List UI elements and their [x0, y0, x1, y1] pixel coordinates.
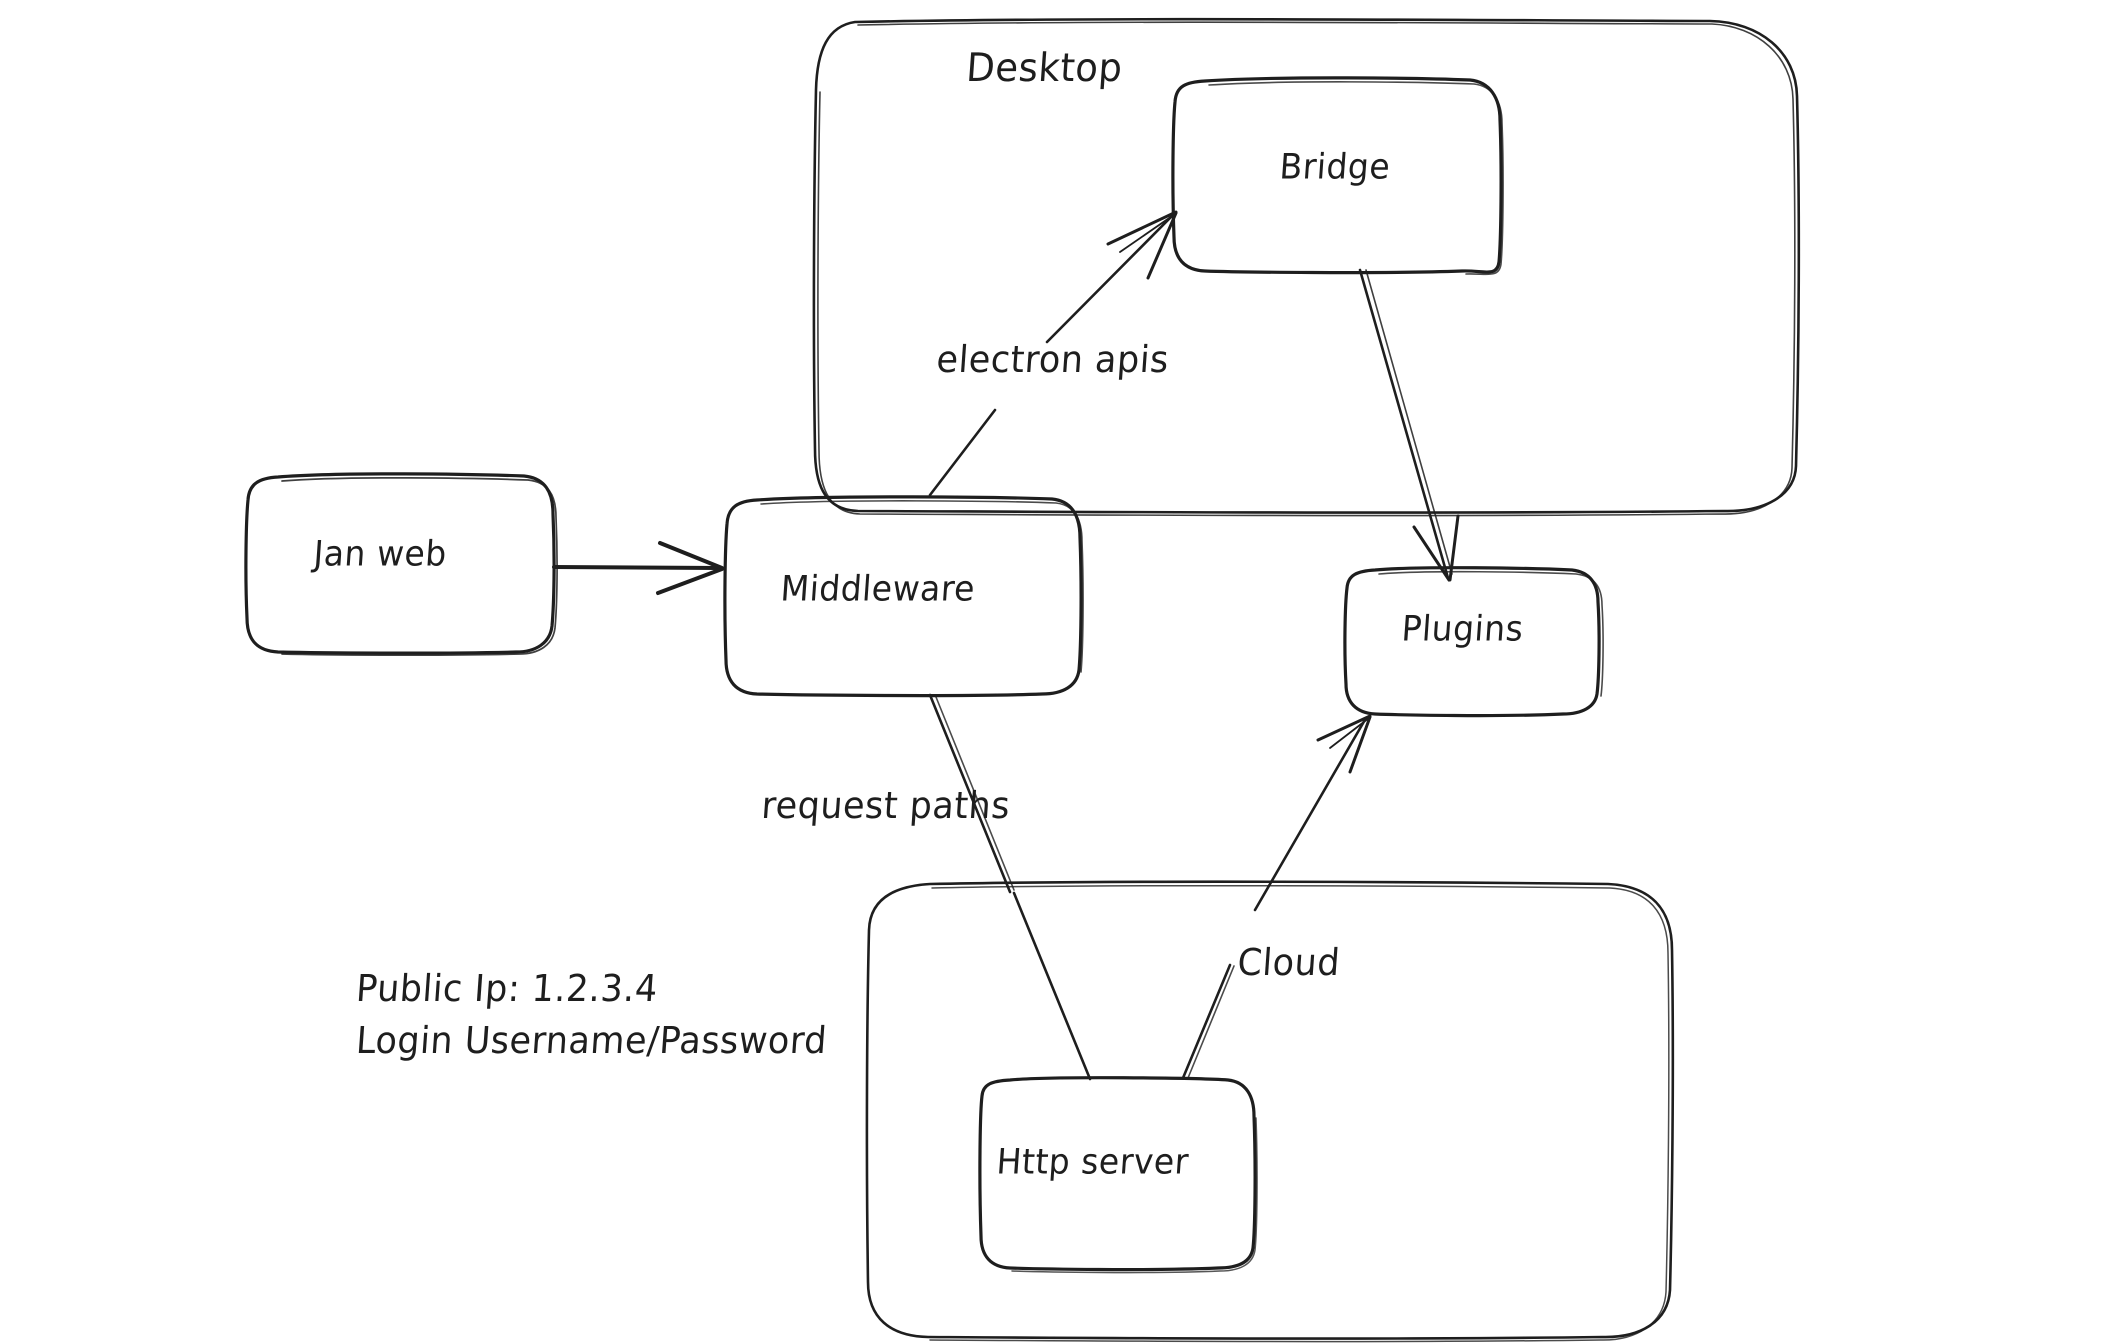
edge-bridge-to-plugins[interactable] [1358, 268, 1460, 582]
edge-label-electron-apis: electron apis [935, 339, 1171, 382]
edge-jan-web-to-middleware[interactable] [552, 541, 724, 595]
container-desktop[interactable] [812, 17, 1801, 517]
edge-middleware-to-bridge[interactable] [928, 210, 1178, 497]
node-plugins-shape[interactable] [1343, 566, 1604, 718]
edge-middleware-to-http-server[interactable] [928, 693, 1092, 1081]
node-label-middleware: Middleware [779, 567, 977, 610]
node-http-server-shape[interactable] [978, 1076, 1258, 1274]
node-middleware-shape[interactable] [723, 495, 1084, 698]
node-jan-web-shape[interactable] [244, 472, 558, 657]
container-label-desktop: Desktop [964, 45, 1125, 91]
note-login-credentials: Login Username/Password [354, 1020, 829, 1063]
note-public-ip: Public Ip: 1.2.3.4 [354, 968, 660, 1011]
edge-label-request-paths: request paths [760, 785, 1012, 828]
node-label-bridge: Bridge [1278, 145, 1392, 188]
node-label-http-server: Http server [995, 1140, 1191, 1183]
node-bridge-shape[interactable] [1171, 76, 1504, 276]
edge-http-server-to-plugins[interactable] [1181, 714, 1372, 1080]
edge-label-cloud: Cloud [1236, 942, 1342, 985]
container-cloud-group[interactable] [865, 880, 1675, 1343]
node-label-jan-web: Jan web [312, 532, 449, 575]
node-label-plugins: Plugins [1400, 607, 1525, 650]
